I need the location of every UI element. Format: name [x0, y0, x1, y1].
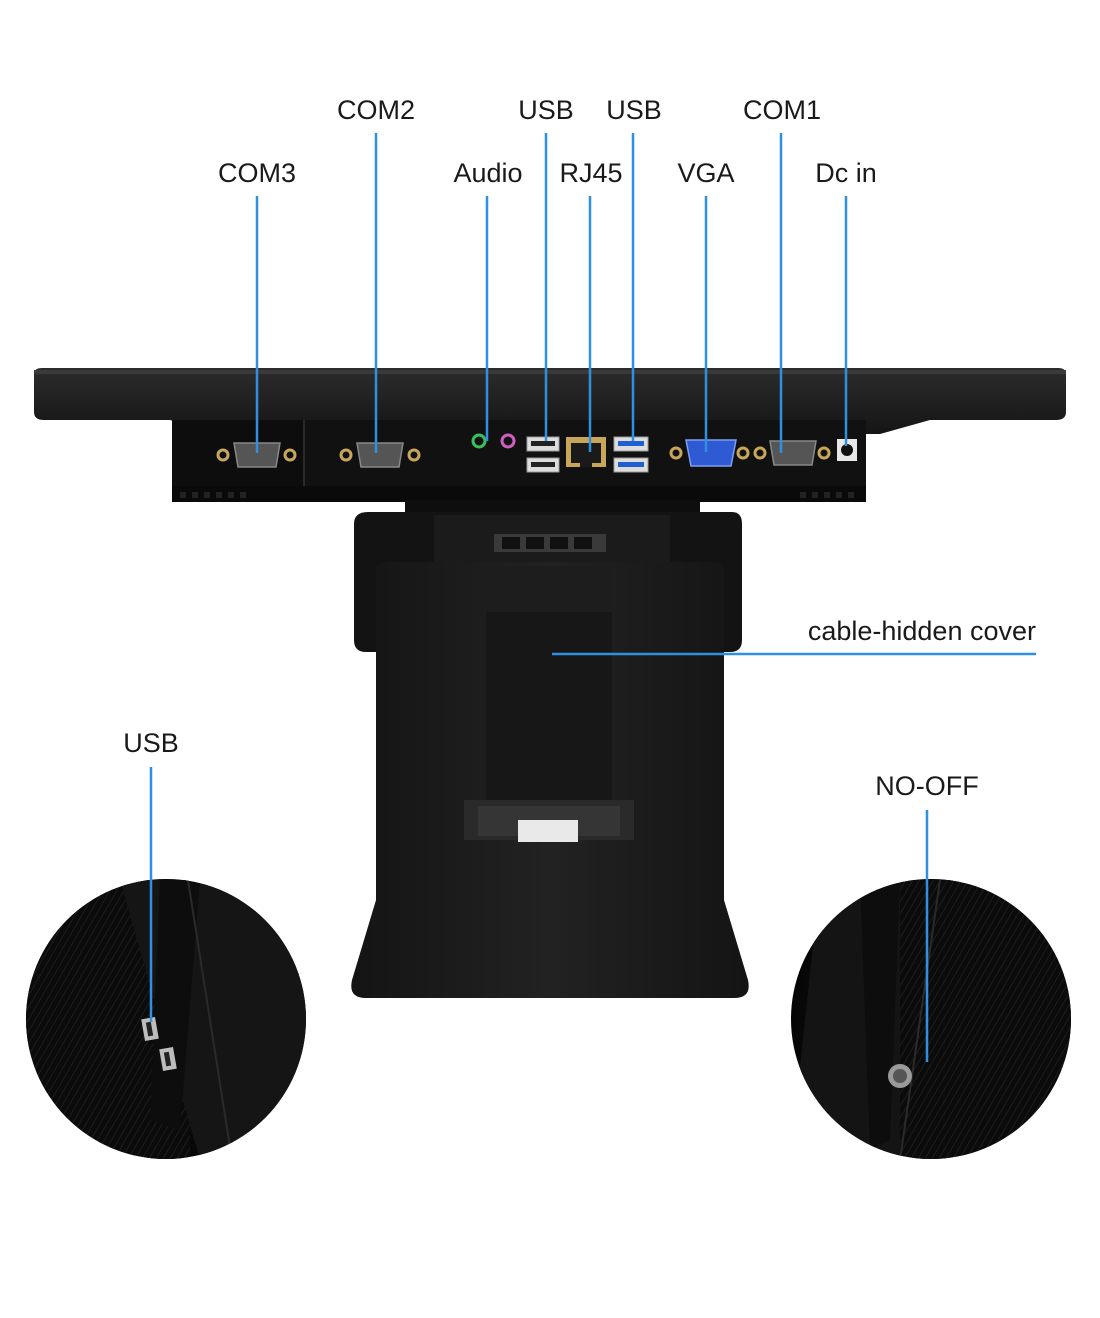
- power-button-closeup: [791, 879, 1071, 1159]
- label-power-button: NO-OFF: [875, 771, 979, 801]
- monitor-bezel: [34, 368, 1066, 434]
- side-usb-closeup: [26, 879, 306, 1159]
- db9-serial-port-icon: [233, 442, 281, 468]
- usb-port-icon: [613, 436, 649, 473]
- vga-port: [669, 439, 750, 467]
- usb-port-icon: [141, 1016, 177, 1072]
- power-button-icon: [888, 1064, 912, 1088]
- db9-serial-port-icon: [356, 442, 404, 468]
- label-com1: COM1: [742, 95, 822, 125]
- com3-port: [216, 442, 297, 468]
- label-vga: VGA: [677, 158, 735, 188]
- io-panel: [172, 420, 866, 502]
- label-com3: COM3: [217, 158, 297, 188]
- label-cable-hidden-cover: cable-hidden cover: [807, 616, 1036, 646]
- label-usb-top-2: USB: [606, 95, 662, 125]
- leader-lines: [149, 133, 1036, 1062]
- audio-jack-icon: [471, 433, 516, 449]
- label-dc-in: Dc in: [815, 158, 877, 188]
- label-usb-side: USB: [123, 728, 179, 758]
- usb-port-icon: [526, 436, 560, 473]
- db9-serial-port-icon: [769, 440, 817, 466]
- label-usb-top-1: USB: [518, 95, 574, 125]
- monitor-stand: [351, 500, 749, 998]
- rj45-port-icon: [566, 437, 606, 467]
- label-com2: COM2: [336, 95, 416, 125]
- vga-port-icon: [685, 439, 737, 467]
- label-audio: Audio: [453, 158, 523, 188]
- dc-jack-icon: [837, 439, 857, 461]
- com2-port: [339, 442, 421, 468]
- label-rj45: RJ45: [559, 158, 623, 188]
